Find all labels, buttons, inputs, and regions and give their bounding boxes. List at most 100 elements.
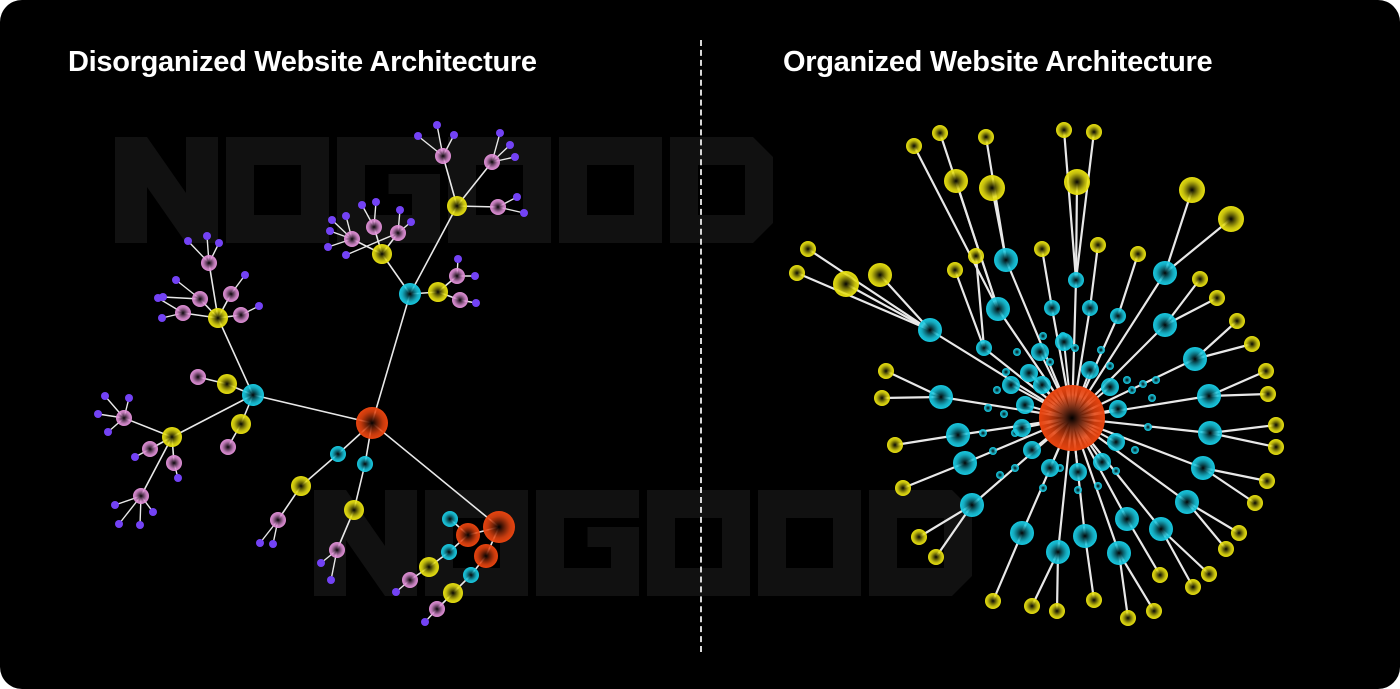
category-node (1073, 524, 1097, 548)
category-node (242, 384, 264, 406)
leaf-page-node (149, 508, 157, 516)
page-node (133, 488, 149, 504)
leaf-page-node (269, 540, 277, 548)
link-edge (878, 273, 932, 332)
subcategory-node (1152, 567, 1168, 583)
watermark-nogood (314, 490, 972, 596)
leaf-page-node (158, 314, 166, 322)
tiny-category-node (1074, 486, 1082, 494)
tiny-category-node (984, 404, 992, 412)
leaf-page-node (511, 153, 519, 161)
tiny-category-node (1152, 376, 1160, 384)
tiny-category-node (1071, 344, 1079, 352)
subcategory-node (1268, 439, 1284, 455)
leaf-page-node (407, 218, 415, 226)
leaf-page-node (414, 132, 422, 140)
link-edge (1074, 180, 1079, 282)
page-node (223, 286, 239, 302)
category-node (1055, 333, 1073, 351)
subcategory-node (1260, 386, 1276, 402)
tiny-category-node (1123, 376, 1131, 384)
leaf-page-node (421, 618, 429, 626)
subcategory-node (1201, 566, 1217, 582)
category-node (1175, 490, 1199, 514)
page-node (344, 231, 360, 247)
page-node (166, 455, 182, 471)
link-edge (1040, 247, 1054, 310)
subcategory-node (1231, 525, 1247, 541)
category-node (1031, 343, 1049, 361)
category-node (946, 423, 970, 447)
page-node (484, 154, 500, 170)
page-node (142, 441, 158, 457)
subcategory-node (895, 480, 911, 496)
category-node (399, 283, 421, 305)
home-node (456, 523, 480, 547)
category-node (330, 446, 346, 462)
leaf-page-node (154, 294, 162, 302)
leaf-page-node (111, 501, 119, 509)
category-node (1153, 313, 1177, 337)
page-node (402, 572, 418, 588)
category-node (1044, 300, 1060, 316)
leaf-page-node (256, 539, 264, 547)
subcategory-node (1146, 603, 1162, 619)
leaf-page-node (241, 271, 249, 279)
subcategory-node (1258, 363, 1274, 379)
subcategory-node (291, 476, 311, 496)
link-edge (1163, 217, 1233, 275)
page-node (329, 542, 345, 558)
page-node (270, 512, 286, 528)
dashed-divider (700, 40, 702, 652)
category-node (1149, 517, 1173, 541)
subcategory-node (789, 265, 805, 281)
link-edge (1088, 243, 1100, 310)
category-node (1197, 384, 1221, 408)
tiny-category-node (1094, 482, 1102, 490)
tiny-category-node (1112, 467, 1120, 475)
category-node (976, 340, 992, 356)
link-edge (795, 271, 932, 332)
category-node (463, 567, 479, 583)
leaf-page-node (184, 237, 192, 245)
page-node (201, 255, 217, 271)
home-node (474, 544, 498, 568)
leaf-page-node (317, 559, 325, 567)
page-node (366, 219, 382, 235)
tiny-category-node (1046, 358, 1054, 366)
subcategory-node (874, 390, 890, 406)
watermark-nogood (115, 137, 773, 243)
category-node (1081, 361, 1099, 379)
subcategory-node (1056, 122, 1072, 138)
category-node (1010, 521, 1034, 545)
subcategory-node (911, 529, 927, 545)
category-node (1093, 453, 1111, 471)
subcategory-node (162, 427, 182, 447)
tiny-category-node (996, 471, 1004, 479)
home-node (483, 511, 515, 543)
leaf-page-node (506, 141, 514, 149)
category-node (1191, 456, 1215, 480)
subcategory-node (887, 437, 903, 453)
link-edge (844, 282, 932, 332)
leaf-page-node (101, 392, 109, 400)
link-edge (371, 293, 411, 424)
category-node (1016, 396, 1034, 414)
leaf-page-node (115, 520, 123, 528)
leaf-page-node (496, 129, 504, 137)
leaf-page-node (342, 212, 350, 220)
subcategory-node (1120, 610, 1136, 626)
link-edge (140, 436, 173, 497)
subcategory-node (1229, 313, 1245, 329)
tiny-category-node (1131, 446, 1139, 454)
leaf-page-node (454, 255, 462, 263)
page-node (233, 307, 249, 323)
subcategory-node (906, 138, 922, 154)
subcategory-node (1179, 177, 1205, 203)
subcategory-node (1259, 473, 1275, 489)
category-node (994, 248, 1018, 272)
subcategory-node (979, 175, 1005, 201)
subcategory-node (372, 244, 392, 264)
subcategory-node (978, 129, 994, 145)
link-edge (806, 247, 932, 332)
